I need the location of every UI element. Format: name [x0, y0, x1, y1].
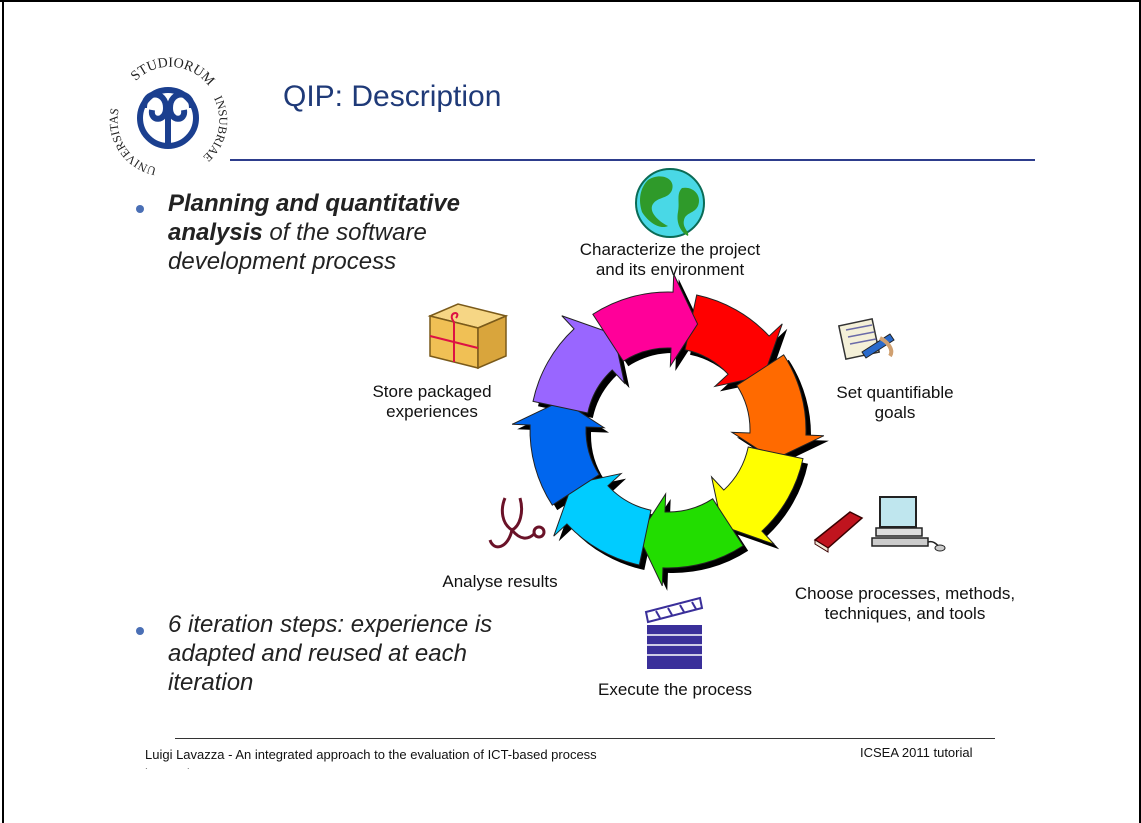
step-label-execute: Execute the process: [565, 680, 785, 700]
footer-rule: [175, 738, 995, 739]
step-1-line-2: and its environment: [595, 260, 745, 279]
step-label-set-goals: Set quantifiable goals: [815, 383, 975, 423]
seal-emblem: [137, 87, 199, 149]
step-6-line-2: experiences: [386, 402, 478, 421]
university-seal-logo: STUDIORUM UNIVERSITAS INSUBRIAE: [106, 56, 230, 179]
notepad-pencil-icon: [837, 317, 895, 361]
footer-left-text: Luigi Lavazza - An integrated approach t…: [145, 747, 597, 769]
bullet-1-bold: Planning and quantitative analysis: [168, 190, 461, 246]
step-5-line-1: Analyse results: [442, 572, 558, 591]
cycle-arrow-ring: [511, 273, 829, 591]
package-icon: [427, 303, 509, 370]
globe-icon: [635, 168, 705, 238]
bullet-marker-1: [136, 205, 144, 213]
step-label-analyse: Analyse results: [415, 572, 585, 592]
step-4-line-1: Execute the process: [597, 680, 753, 699]
bullet-1-rest: of the software development process: [168, 219, 427, 275]
cycle-arrow-4: [637, 492, 744, 587]
stethoscope-icon: [488, 497, 546, 549]
bullet-text-2: 6 iteration steps: experience is adapted…: [168, 611, 493, 696]
clapperboard-icon: [644, 596, 704, 669]
footer-right-text: ICSEA 2011 tutorial: [860, 745, 973, 760]
slide-frame-right: [1139, 0, 1141, 823]
title-underline: [230, 159, 1035, 161]
bullet-text-1: Planning and quantitative analysis of th…: [168, 189, 508, 276]
cycle-arrow-6: [511, 399, 606, 506]
step-6-line-1: Store packaged: [372, 382, 492, 401]
step-3-line-2: techniques, and tools: [824, 604, 986, 623]
cycle-arrow-7: [532, 315, 626, 414]
cycle-arrow-2: [730, 354, 825, 461]
slide-frame-top: [0, 0, 1141, 2]
step-1-line-1: Characterize the project: [579, 240, 761, 259]
step-3-line-1: Choose processes, methods,: [794, 584, 1016, 603]
cycle-arrow-8: [592, 273, 699, 368]
step-2-line-2: goals: [874, 403, 916, 422]
cycle-arrow-3: [710, 446, 804, 545]
step-label-choose-processes: Choose processes, methods, techniques, a…: [755, 584, 1055, 624]
slide-frame-left: [2, 0, 4, 823]
step-label-characterize: Characterize the project and its environ…: [540, 240, 800, 280]
book-computer-icon: [813, 496, 946, 553]
cycle-arrow-1: [684, 294, 783, 388]
cycle-arrow-5: [553, 472, 652, 566]
step-label-store: Store packaged experiences: [352, 382, 512, 422]
bullet-marker-2: [136, 627, 144, 635]
step-2-line-1: Set quantifiable: [836, 383, 954, 402]
slide-title: QIP: Description: [283, 80, 502, 113]
